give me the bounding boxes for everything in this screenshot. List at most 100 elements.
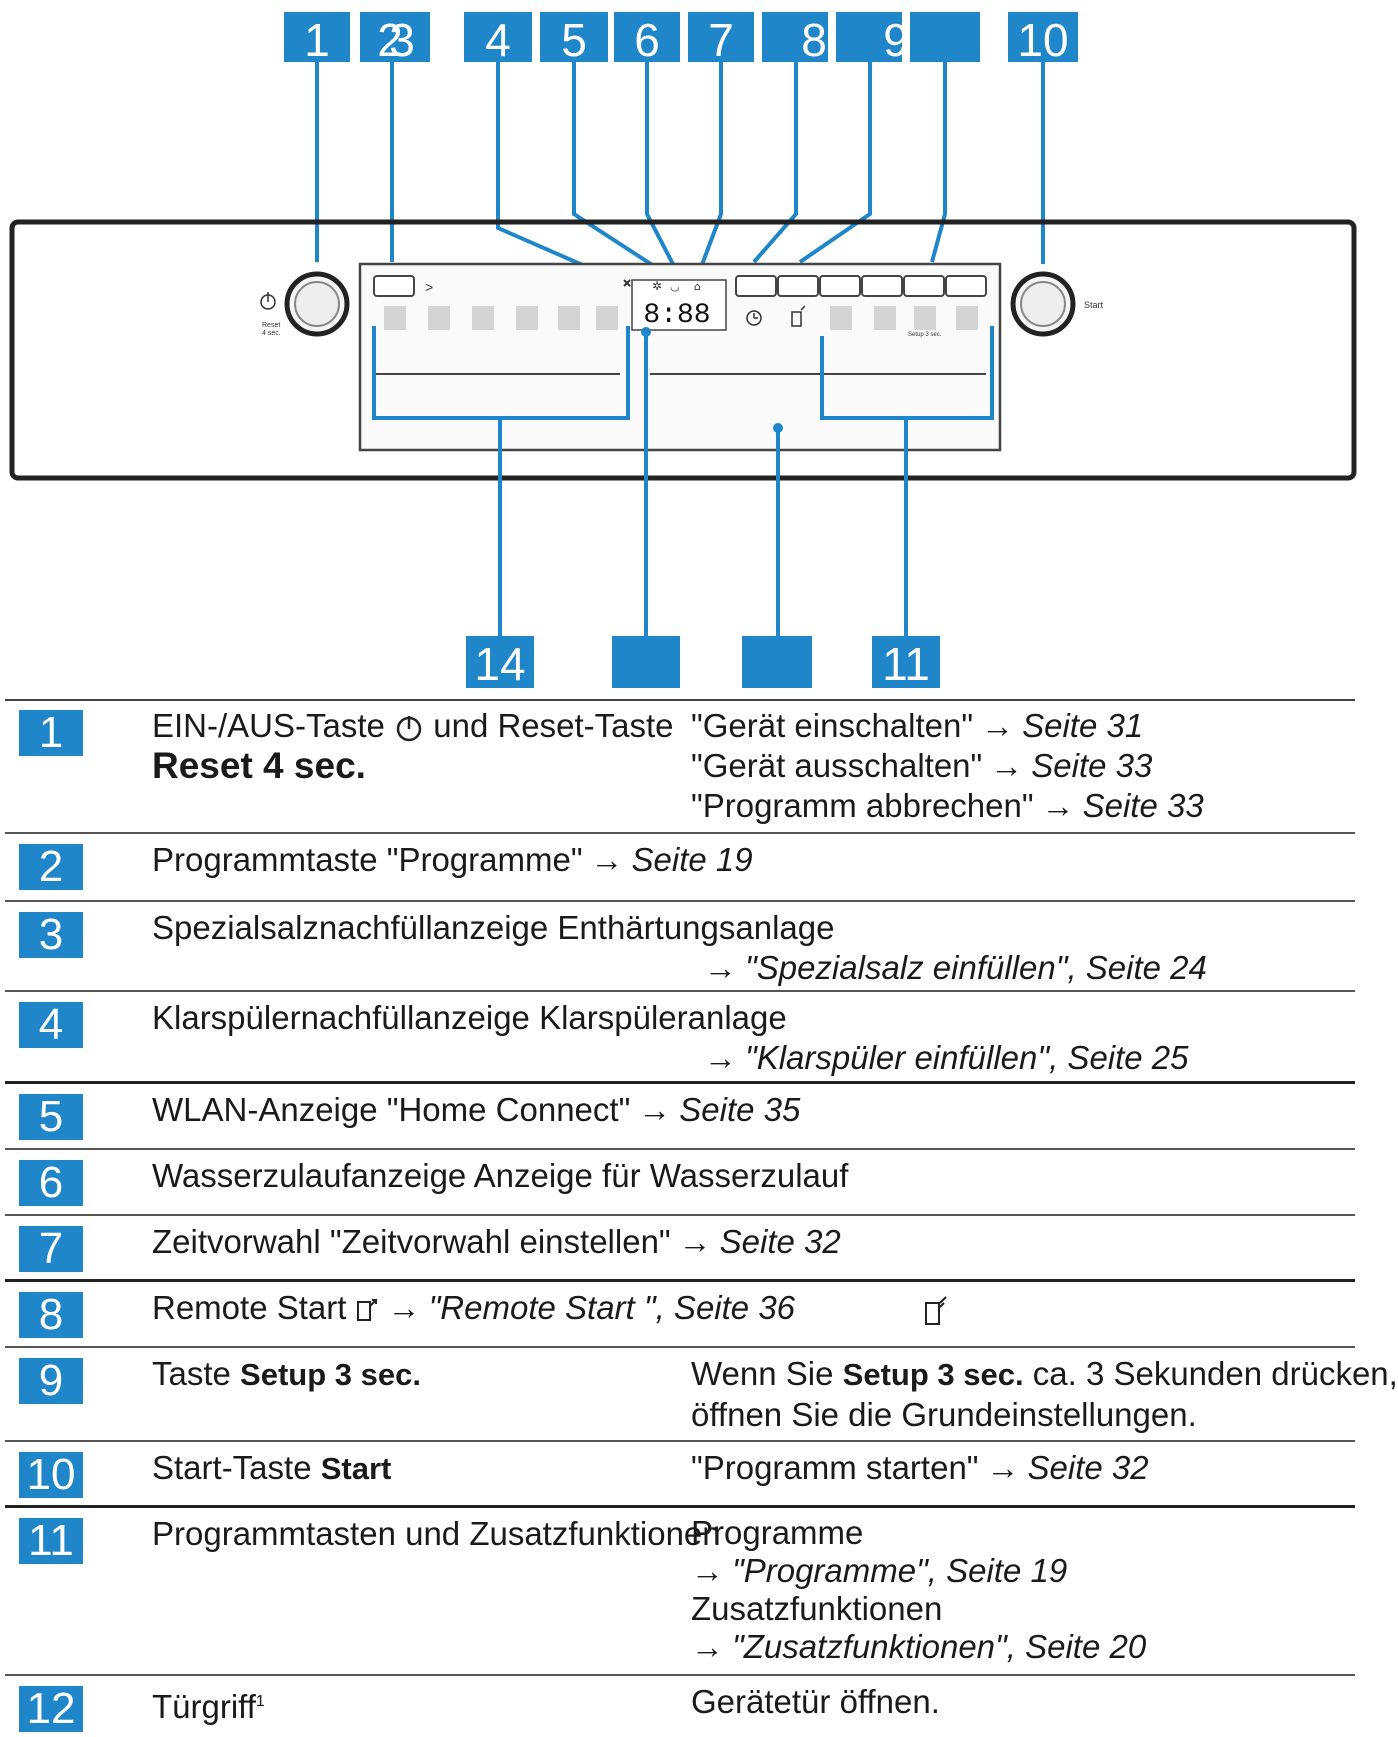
legend-text-right: Gerätetür öffnen. — [691, 1682, 940, 1722]
svg-text:✲: ✲ — [652, 279, 662, 293]
program-key[interactable] — [428, 306, 450, 330]
page-ref-link[interactable]: Seite 31 — [1022, 707, 1144, 744]
start-label: Start — [320, 1451, 392, 1486]
power-knob[interactable] — [284, 271, 350, 337]
svg-text:⌂: ⌂ — [694, 280, 701, 293]
callout-label-6: 6 — [634, 14, 660, 66]
legend-badge: 6 — [19, 1160, 83, 1206]
panel-key[interactable] — [819, 275, 861, 297]
svg-text:◡: ◡ — [670, 280, 680, 293]
appliance-front — [9, 219, 1357, 481]
program-key[interactable] — [558, 306, 580, 330]
page-ref-link[interactable]: "Remote Start ", Seite 36 — [428, 1289, 796, 1326]
page-ref-link[interactable]: Seite 33 — [1082, 787, 1204, 824]
legend-text: Programmtaste "Programme" — [152, 841, 583, 878]
leader-line-5 — [572, 62, 662, 272]
legend-badge: 12 — [19, 1686, 83, 1732]
legend-row-1: 1 EIN-/AUS-Taste und Reset-Taste Reset 4… — [5, 700, 1355, 834]
panel-key[interactable] — [945, 275, 987, 297]
leader-dot-handle — [773, 423, 783, 433]
legend-text: Spezialsalznachfüllanzeige Enthärtungsan… — [152, 909, 835, 946]
page-ref-link[interactable]: "Programme", Seite 19 — [732, 1552, 1068, 1589]
program-key[interactable] — [516, 306, 538, 330]
legend-text: Start-Taste — [152, 1449, 312, 1486]
page-ref-link[interactable]: "Zusatzfunktionen", Seite 20 — [732, 1628, 1147, 1665]
legend-text-right: "Gerät einschalten"→Seite 31 "Gerät auss… — [691, 707, 1204, 824]
program-key[interactable] — [914, 306, 936, 330]
remote-start-icon — [791, 305, 806, 327]
setup-key[interactable] — [903, 275, 945, 297]
legend-text: Remote Start — [152, 1289, 347, 1326]
legend-text-left: EIN-/AUS-Taste und Reset-Taste Reset 4 s… — [152, 706, 674, 787]
callout-label-11: 11 — [882, 638, 930, 690]
row-divider — [5, 1346, 1355, 1348]
legend-text: Wasserzulaufanzeige Anzeige für Wasserzu… — [152, 1157, 849, 1194]
program-key[interactable] — [830, 306, 852, 330]
panel-key[interactable] — [861, 275, 903, 297]
legend-text: WLAN-Anzeige "Home Connect" — [152, 1091, 631, 1128]
program-button[interactable] — [373, 275, 415, 297]
row-divider — [5, 1279, 1355, 1282]
legend-row-6: 6 Wasserzulaufanzeige Anzeige für Wasser… — [5, 1150, 1355, 1216]
reset-small-label-2: 4 sec. — [262, 330, 281, 337]
page-ref-link[interactable]: Seite 32 — [719, 1223, 841, 1260]
callout-badges-top: 1 2 3 4 5 6 7 8 9 10 — [284, 12, 1078, 66]
callout-badge-1 — [284, 12, 350, 62]
row-divider — [5, 990, 1355, 992]
page-ref-link[interactable]: "Klarspüler einfüllen", Seite 25 — [745, 1039, 1189, 1076]
callout-label-2: 2 — [377, 14, 403, 66]
legend-text: Wenn Sie — [691, 1355, 834, 1392]
power-icon — [396, 716, 422, 742]
program-key[interactable] — [596, 306, 618, 330]
page-ref-link[interactable]: Seite 35 — [679, 1091, 801, 1128]
legend-text: "Programm abbrechen" — [691, 787, 1034, 824]
callout-badge-14 — [466, 636, 534, 688]
program-key[interactable] — [874, 306, 896, 330]
row-divider — [5, 900, 1355, 902]
rinse-aid-icon: ✲ — [652, 279, 662, 293]
legend-badge: 7 — [19, 1226, 83, 1272]
start-knob[interactable] — [1010, 271, 1076, 337]
legend-text-left: Programmtasten und Zusatzfunktionen — [152, 1514, 721, 1554]
reset-label: Reset 4 sec. — [152, 745, 366, 786]
program-key[interactable] — [384, 306, 406, 330]
callout-badge-4 — [464, 12, 532, 62]
page-ref-link[interactable]: Seite 33 — [1031, 747, 1153, 784]
row-divider — [5, 1505, 1355, 1508]
legend-row-10: 10 Start-Taste Start "Programm starten"→… — [5, 1442, 1355, 1508]
water-tap-icon: ⌂ — [694, 280, 701, 293]
legend-badge: 11 — [19, 1518, 83, 1564]
legend-badge: 3 — [19, 912, 83, 958]
footnote-marker: 1 — [255, 1693, 265, 1710]
legend-text-left: Türgriff1 — [152, 1682, 265, 1727]
legend-text-left: Zeitvorwahl "Zeitvorwahl einstellen"→Sei… — [152, 1223, 841, 1260]
control-panel-diagram: 1 2 3 4 5 6 7 8 9 10 — [5, 12, 1357, 701]
legend-badge: 9 — [19, 1358, 83, 1404]
legend-text: Programmtasten und Zusatzfunktionen — [152, 1515, 721, 1552]
phone-icon — [925, 1296, 947, 1325]
legend-text: Taste — [152, 1355, 231, 1392]
legend-text: Türgriff — [152, 1688, 256, 1725]
callout-badge-8 — [762, 12, 828, 62]
page-ref-link[interactable]: "Spezialsalz einfüllen", Seite 24 — [745, 949, 1207, 986]
legend-badge: 1 — [19, 710, 83, 756]
legend-text: "Gerät einschalten" — [691, 707, 974, 744]
page-ref-link[interactable]: Seite 32 — [1027, 1449, 1149, 1486]
row-divider — [5, 1214, 1355, 1216]
remote-start-key[interactable] — [735, 275, 777, 297]
leader-line-unlabeled — [930, 62, 947, 263]
leader-dot-display — [641, 327, 651, 337]
power-icon — [260, 292, 276, 310]
legend-text-left: Klarspülernachfüllanzeige Klarspüleranla… — [152, 999, 1189, 1076]
page-ref-link[interactable]: Seite 19 — [631, 841, 753, 878]
leader-lines-top — [315, 62, 1045, 286]
panel-key[interactable] — [777, 275, 819, 297]
callout-label-1: 1 — [304, 14, 330, 66]
callout-label-7: 7 — [708, 14, 734, 66]
callout-badge-5 — [540, 12, 608, 62]
program-key[interactable] — [472, 306, 494, 330]
legend-text-left: Programmtaste "Programme"→Seite 19 — [152, 841, 753, 878]
program-keys-left — [384, 306, 618, 330]
program-key[interactable] — [956, 306, 978, 330]
callout-badge-9 — [836, 12, 902, 62]
